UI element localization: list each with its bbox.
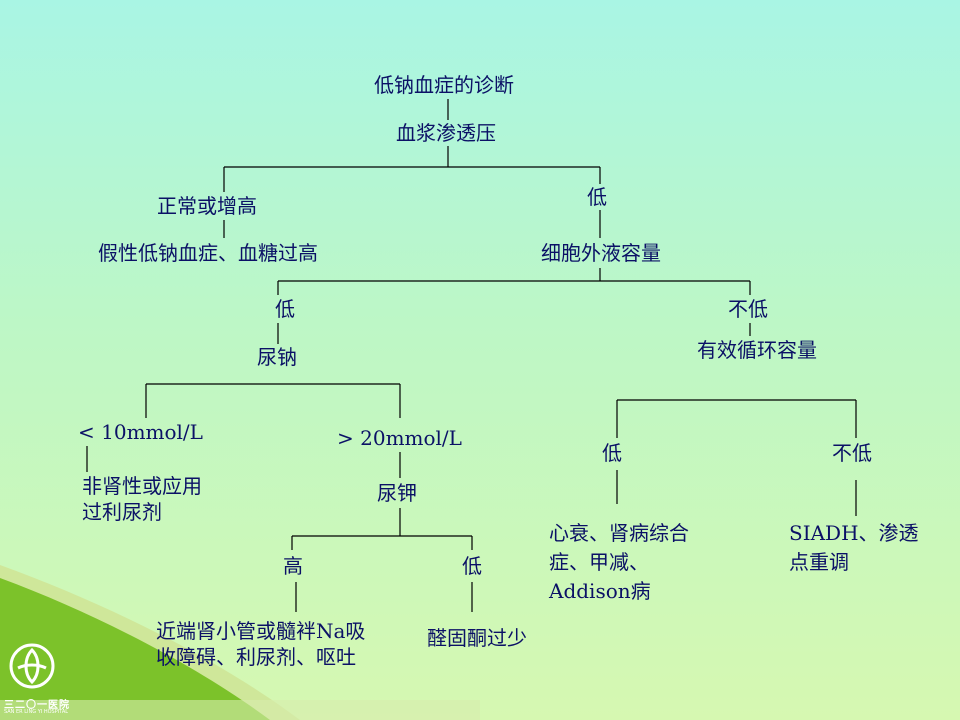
node-urine-sodium: 尿钠 (257, 345, 297, 369)
node-low-effective: 低 (602, 441, 622, 465)
node-siadh: SIADH、渗透点重调 (789, 521, 919, 574)
node-urine-potassium: 尿钾 (377, 481, 417, 505)
node-lt-10: < 10mmol/L (78, 420, 203, 444)
node-low-osmolality: 低 (587, 185, 607, 209)
node-root: 低钠血症的诊断 (374, 73, 514, 97)
node-high-potassium: 高 (283, 554, 303, 578)
node-pseudohyponatremia: 假性低钠血症、血糖过高 (98, 241, 318, 265)
hospital-logo-text: 三二〇一医院 (4, 700, 70, 711)
node-proximal-tubule: 近端肾小管或髓袢Na吸收障碍、利尿剂、呕吐 (156, 619, 366, 669)
node-hypoaldosteronism: 醛固酮过少 (427, 626, 527, 650)
node-heart-failure: 心衰、肾病综合症、甲减、Addison病 (549, 521, 689, 603)
node-normal-or-high: 正常或增高 (157, 194, 257, 218)
node-ecf-volume: 细胞外液容量 (541, 241, 661, 265)
node-low-potassium: 低 (462, 554, 482, 578)
node-plasma-osmolality: 血浆渗透压 (396, 121, 496, 145)
node-effective-circulating-volume: 有效循环容量 (697, 338, 817, 362)
hospital-logo-icon (9, 643, 55, 689)
node-not-low-ecf: 不低 (728, 297, 768, 321)
node-not-low-effective: 不低 (832, 441, 872, 465)
node-gt-20: > 20mmol/L (337, 426, 462, 450)
node-low-ecf: 低 (275, 297, 295, 321)
node-nonrenal: 非肾性或应用过利尿剂 (82, 474, 202, 524)
hospital-logo-subtext: SAN ER LING YI HOSPITAL (4, 709, 69, 715)
